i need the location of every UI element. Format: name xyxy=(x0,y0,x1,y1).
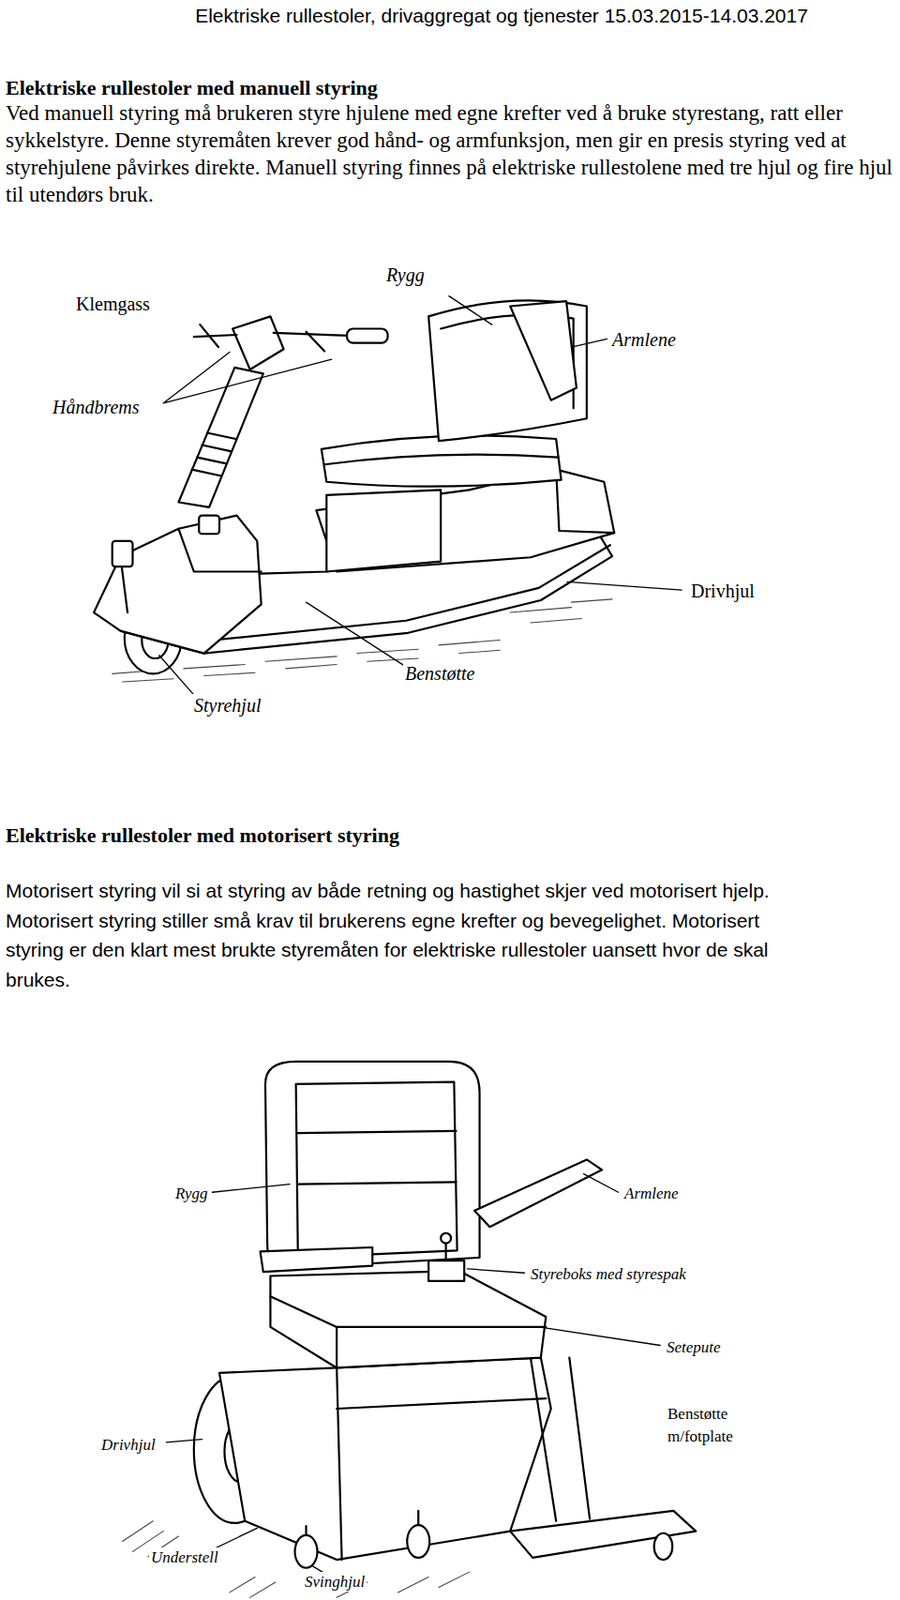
part-label: Rygg xyxy=(173,1183,210,1203)
scooter-drawing xyxy=(93,296,682,698)
part-label: Armlene xyxy=(610,328,678,351)
section-heading: Elektriske rullestoler med manuell styri… xyxy=(5,75,887,102)
page-header: Elektriske rullestoler, drivaggregat og … xyxy=(112,3,891,29)
part-label: Benstøtte m/fotplate xyxy=(665,1402,773,1448)
wheelchair-drawing xyxy=(122,1061,697,1597)
part-label: Benstøtte xyxy=(403,661,477,685)
part-label: Drivhjul xyxy=(99,1434,158,1455)
section-heading: Elektriske rullestoler med motorisert st… xyxy=(5,822,887,849)
body-text: Motorisert styring vil si at styring av … xyxy=(5,875,775,994)
part-label: Drivhjul xyxy=(689,579,757,602)
body-text: Ved manuell styring må brukeren styre hj… xyxy=(5,99,897,209)
part-label: Håndbrems xyxy=(50,395,142,419)
part-label: Klemgass xyxy=(74,292,152,315)
part-label: Rygg xyxy=(384,263,427,286)
part-label: Setepute xyxy=(664,1336,723,1357)
part-label: Styreboks med styrespak xyxy=(528,1263,689,1284)
part-label: Styrehjul xyxy=(192,693,263,717)
part-label: Understell xyxy=(149,1546,221,1567)
part-label: Svinghjul xyxy=(302,1571,367,1591)
part-label: Armlene xyxy=(622,1183,681,1203)
